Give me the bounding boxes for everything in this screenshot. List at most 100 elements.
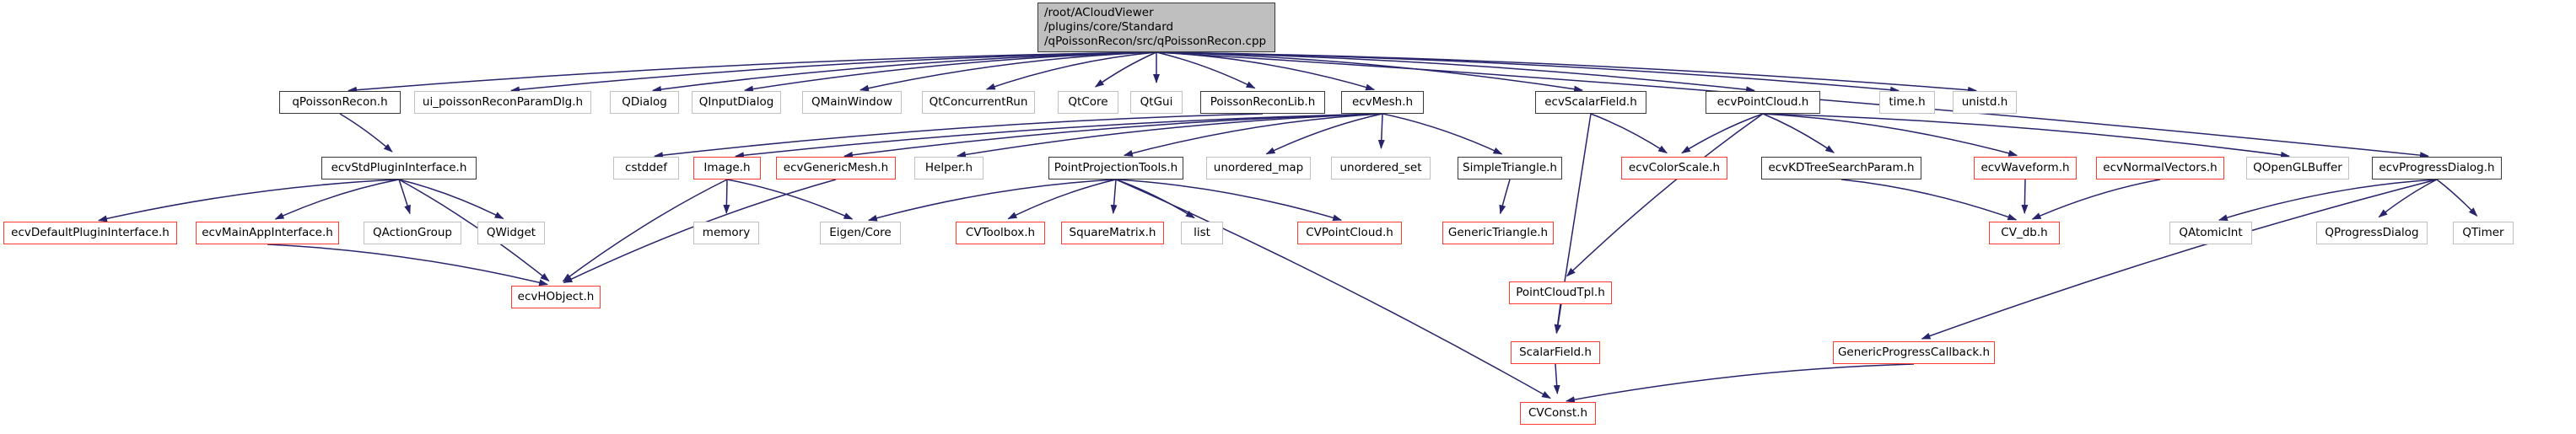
graph-node-SquareMatrix[interactable]: SquareMatrix.h: [1061, 222, 1164, 244]
graph-node-QTimer[interactable]: QTimer: [2453, 222, 2514, 244]
graph-node-ecvScalarField[interactable]: ecvScalarField.h: [1535, 91, 1646, 114]
graph-edge-ecvProgressDlg-to-QTimer: [2436, 179, 2478, 217]
graph-node-QWidget[interactable]: QWidget: [477, 222, 545, 244]
graph-edge-ecvPointCloud-to-ecvWaveform: [1762, 113, 2018, 157]
graph-node-CVPointCloud[interactable]: CVPointCloud.h: [1297, 222, 1402, 244]
graph-edge-ecvStdPlugin-to-QWidget: [398, 179, 504, 220]
graph-edge-ecvMesh-to-PointProjection: [1123, 113, 1383, 157]
graph-node-SimpleTriangle[interactable]: SimpleTriangle.h: [1458, 157, 1562, 179]
graph-node-time_h[interactable]: time.h: [1879, 91, 1935, 114]
graph-node-QActionGroup[interactable]: QActionGroup: [364, 222, 461, 244]
graph-edge-ecvStdPlugin-to-ecvDefaultPlugin: [97, 179, 400, 222]
graph-node-QtGui[interactable]: QtGui: [1130, 91, 1183, 114]
graph-edge-ecvProgressDlg-to-QProgressDialog: [2378, 179, 2438, 218]
graph-edge-ecvMesh-to-unordered_map: [1265, 113, 1383, 155]
graph-edge-root-to-unistd_h: [1156, 51, 1978, 94]
graph-edge-ecvMesh-to-Helper_h: [956, 113, 1383, 158]
graph-node-Eigen_Core[interactable]: Eigen/Core: [820, 222, 901, 244]
graph-edge-root-to-QtConcurrentRun: [985, 51, 1157, 90]
graph-edge-PoissonReconLib-to-cstddef: [653, 113, 1264, 159]
graph-node-QOpenGLBuffer[interactable]: QOpenGLBuffer: [2246, 157, 2349, 179]
graph-edge-ecvMesh-to-unordered_set: [1377, 113, 1385, 150]
graph-node-ScalarField[interactable]: ScalarField.h: [1511, 341, 1600, 364]
graph-edge-Image_h-to-memory: [723, 179, 730, 215]
graph-edge-root-to-PoissonReconLib: [1156, 51, 1256, 89]
graph-edge-ecvStdPlugin-to-ecvMainApp: [274, 179, 400, 220]
graph-node-QProgressDialog[interactable]: QProgressDialog: [2316, 222, 2428, 244]
graph-node-CV_db[interactable]: CV_db.h: [1989, 222, 2060, 244]
graph-edge-SimpleTriangle-to-GenericTriangle: [1499, 179, 1511, 215]
graph-edge-qPoissonRecon-to-ecvStdPlugin: [339, 113, 393, 153]
graph-edge-ecvProgressDlg-to-GenericProgress: [1921, 179, 2438, 340]
graph-edge-PointProjection-to-CVPointCloud: [1115, 179, 1343, 222]
graph-node-ui_poisson[interactable]: ui_poissonReconParamDlg.h: [414, 91, 591, 114]
graph-edge-PointProjection-to-SquareMatrix: [1110, 179, 1118, 215]
graph-edge-ecvStdPlugin-to-QActionGroup: [398, 179, 411, 215]
graph-node-ecvStdPlugin[interactable]: ecvStdPluginInterface.h: [321, 157, 477, 179]
graph-node-QAtomicInt[interactable]: QAtomicInt: [2169, 222, 2252, 244]
graph-node-root[interactable]: /root/ACloudViewer /plugins/core/Standar…: [1037, 3, 1275, 52]
graph-node-ecvColorScale[interactable]: ecvColorScale.h: [1621, 157, 1727, 179]
graph-node-PointProjection[interactable]: PointProjectionTools.h: [1048, 157, 1183, 179]
graph-node-memory[interactable]: memory: [693, 222, 759, 244]
graph-edge-root-to-QInputDialog: [743, 51, 1157, 93]
graph-node-ecvNormalVec[interactable]: ecvNormalVectors.h: [2096, 157, 2224, 179]
graph-edge-ScalarField-to-CVConst: [1553, 363, 1560, 395]
graph-node-QInputDialog[interactable]: QInputDialog: [692, 91, 781, 114]
graph-edge-root-to-time_h: [1156, 51, 1900, 94]
graph-node-ecvKDTree[interactable]: ecvKDTreeSearchParam.h: [1761, 157, 1921, 179]
graph-node-QtConcurrentRun[interactable]: QtConcurrentRun: [922, 91, 1035, 114]
graph-edge-ecvProgressDlg-to-QAtomicInt: [2218, 179, 2438, 222]
graph-edge-ecvMesh-to-SimpleTriangle: [1382, 113, 1503, 155]
graph-node-qPoissonRecon[interactable]: qPoissonRecon.h: [279, 91, 401, 114]
graph-edge-root-to-ecvScalarField: [1156, 51, 1584, 93]
graph-edge-ecvMainApp-to-ecvHObject: [267, 244, 549, 287]
graph-node-ecvGenericMesh[interactable]: ecvGenericMesh.h: [776, 157, 896, 179]
graph-node-unordered_set[interactable]: unordered_set: [1331, 157, 1431, 179]
graph-node-cstddef[interactable]: cstddef: [613, 157, 679, 179]
graph-edge-ecvNormalVec-to-CV_db: [2031, 179, 2161, 220]
graph-edge-Image_h-to-Eigen_Core: [726, 179, 854, 220]
graph-edge-ecvKDTree-to-CV_db: [1840, 179, 2018, 221]
graph-edge-ecvPointCloud-to-QOpenGLBuffer: [1762, 113, 2291, 158]
graph-edge-GenericProgress-to-CVConst: [1565, 363, 1915, 404]
graph-edge-ecvMesh-to-Image_h: [734, 113, 1383, 159]
graph-edge-PointCloudTpl-to-ScalarField: [1554, 303, 1561, 335]
graph-edge-ecvStdPlugin-to-ecvHObject: [398, 179, 550, 282]
graph-node-ecvPointCloud[interactable]: ecvPointCloud.h: [1706, 91, 1820, 114]
graph-edge-Image_h-to-ecvHObject: [562, 179, 728, 282]
graph-node-ecvDefaultPlugin[interactable]: ecvDefaultPluginInterface.h: [3, 222, 177, 244]
graph-node-CVToolbox[interactable]: CVToolbox.h: [956, 222, 1045, 244]
graph-node-Image_h[interactable]: Image.h: [693, 157, 761, 179]
graph-edge-root-to-QMainWindow: [859, 51, 1157, 92]
graph-edge-ecvScalarField-to-ecvColorScale: [1590, 113, 1668, 154]
graph-node-ecvWaveform[interactable]: ecvWaveform.h: [1974, 157, 2077, 179]
graph-node-GenericTriangle[interactable]: GenericTriangle.h: [1442, 222, 1554, 244]
graph-node-CVConst[interactable]: CVConst.h: [1520, 402, 1596, 425]
graph-edge-PointProjection-to-CVToolbox: [1007, 179, 1117, 220]
graph-node-ecvHObject[interactable]: ecvHObject.h: [511, 286, 601, 308]
graph-node-QMainWindow[interactable]: QMainWindow: [802, 91, 902, 114]
graph-edge-ecvMesh-to-ecvGenericMesh: [843, 113, 1383, 158]
graph-edge-root-to-ui_poisson: [509, 51, 1157, 94]
graph-node-unistd_h[interactable]: unistd.h: [1953, 91, 2017, 114]
graph-edge-ecvPointCloud-to-ecvKDTree: [1762, 113, 1835, 153]
graph-edge-PointProjection-to-Eigen_Core: [867, 179, 1117, 222]
graph-node-GenericProgress[interactable]: GenericProgressCallback.h: [1833, 341, 1995, 364]
graph-edge-root-to-qPoissonRecon: [347, 51, 1157, 94]
graph-node-ecvMainApp[interactable]: ecvMainAppInterface.h: [196, 222, 339, 244]
graph-node-ecvMesh[interactable]: ecvMesh.h: [1341, 91, 1424, 114]
graph-edge-ecvPointCloud-to-PointCloudTpl: [1566, 113, 1764, 277]
graph-node-Helper_h[interactable]: Helper.h: [914, 157, 984, 179]
graph-node-list[interactable]: list: [1181, 222, 1223, 244]
graph-node-unordered_map[interactable]: unordered_map: [1206, 157, 1311, 179]
graph-edge-PointProjection-to-CVConst: [1115, 179, 1551, 399]
graph-edge-root-to-QtCore: [1094, 51, 1157, 88]
graph-node-PointCloudTpl[interactable]: PointCloudTpl.h: [1509, 281, 1612, 304]
graph-node-PoissonReconLib[interactable]: PoissonReconLib.h: [1200, 91, 1325, 114]
graph-node-ecvProgressDlg[interactable]: ecvProgressDialog.h: [2372, 157, 2502, 179]
graph-node-QDialog[interactable]: QDialog: [610, 91, 679, 114]
graph-node-QtCore[interactable]: QtCore: [1058, 91, 1118, 114]
